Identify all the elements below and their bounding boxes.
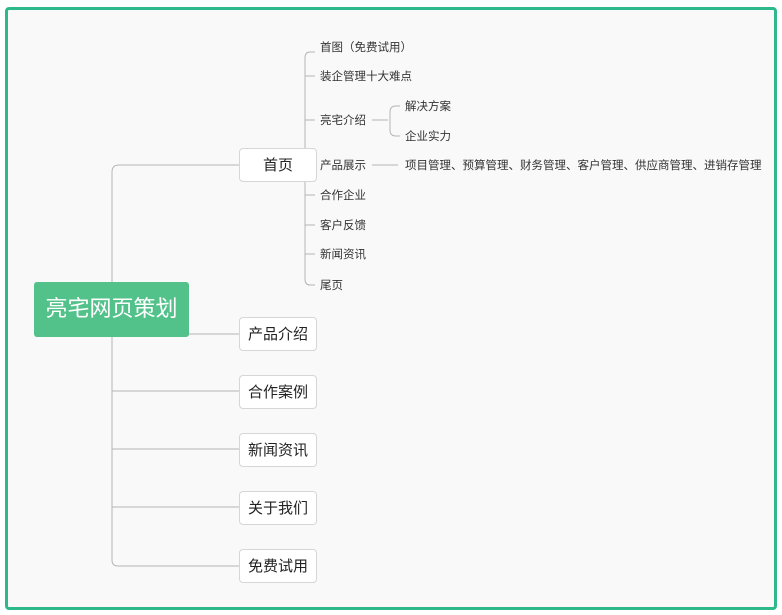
trunk-line: [111, 164, 239, 336]
home-child-intro[interactable]: 亮宅介绍: [320, 113, 366, 127]
branch-node-home[interactable]: 首页: [239, 148, 317, 182]
home-child-products[interactable]: 产品展示: [320, 158, 366, 172]
home-child-hero[interactable]: 首图（免费试用）: [320, 40, 412, 54]
branch-node-cases[interactable]: 合作案例: [239, 375, 317, 409]
intro-child-strength[interactable]: 企业实力: [405, 129, 451, 143]
home-child-news[interactable]: 新闻资讯: [320, 247, 366, 261]
trunk-vertical: [111, 335, 239, 567]
home-child-feedback[interactable]: 客户反馈: [320, 218, 366, 232]
home-child-footer[interactable]: 尾页: [320, 278, 343, 292]
home-child-partners[interactable]: 合作企业: [320, 188, 366, 202]
branch-node-trial[interactable]: 免费试用: [239, 549, 317, 583]
root-node[interactable]: 亮宅网页策划: [34, 282, 189, 337]
product-child-modules[interactable]: 项目管理、预算管理、财务管理、客户管理、供应商管理、进销存管理: [405, 158, 762, 172]
intro-child-solutions[interactable]: 解决方案: [405, 99, 451, 113]
branch-node-news[interactable]: 新闻资讯: [239, 433, 317, 467]
home-child-pain-points[interactable]: 装企管理十大难点: [320, 69, 412, 83]
branch-node-about[interactable]: 关于我们: [239, 491, 317, 525]
branch-node-products[interactable]: 产品介绍: [239, 317, 317, 351]
intro-bracket: [389, 105, 400, 137]
